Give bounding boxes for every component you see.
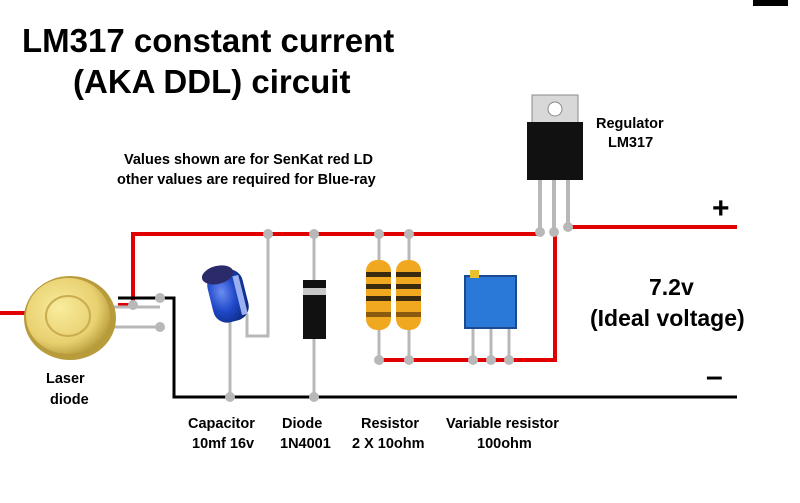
junction-dot bbox=[468, 355, 478, 365]
junction-dot bbox=[486, 355, 496, 365]
positive-rail-wire bbox=[118, 232, 540, 307]
laser-label-1: Laser bbox=[46, 371, 85, 387]
note-line-1: Values shown are for SenKat red LD bbox=[124, 152, 373, 168]
negative-rail-wire bbox=[118, 296, 737, 399]
note-line-2: other values are required for Blue-ray bbox=[117, 172, 376, 188]
resistor-2 bbox=[396, 260, 421, 330]
resistor-2-band bbox=[396, 312, 421, 317]
regulator-label-2: LM317 bbox=[608, 135, 653, 151]
junctions bbox=[128, 222, 573, 402]
variable-resistor bbox=[464, 270, 517, 329]
variable-resistor-label-1: Variable resistor bbox=[446, 416, 559, 432]
title-line-2: (AKA DDL) circuit bbox=[73, 63, 350, 100]
trimmer-screw bbox=[470, 270, 479, 278]
resistor-label-2: 2 X 10ohm bbox=[352, 436, 425, 452]
resistor-1-band bbox=[366, 284, 391, 289]
corner-mark bbox=[753, 0, 788, 6]
junction-dot bbox=[155, 293, 165, 303]
diode-label-1: Diode bbox=[282, 416, 322, 432]
junction-dot bbox=[404, 229, 414, 239]
regulator-label-1: Regulator bbox=[596, 116, 664, 132]
junction-dot bbox=[225, 392, 235, 402]
capacitor-label-1: Capacitor bbox=[188, 416, 255, 432]
adjust-loop-wire bbox=[379, 234, 557, 362]
resistor-2-band bbox=[396, 284, 421, 289]
junction-dot bbox=[404, 355, 414, 365]
wires bbox=[0, 180, 737, 399]
diode-label-2: 1N4001 bbox=[280, 436, 331, 452]
variable-resistor-label-2: 100ohm bbox=[477, 436, 532, 452]
junction-dot bbox=[309, 229, 319, 239]
resistor-2-body bbox=[396, 260, 421, 330]
regulator-tab-hole bbox=[547, 101, 563, 117]
junction-dot bbox=[128, 300, 138, 310]
regulator-lm317 bbox=[527, 94, 583, 180]
negative-terminal-sign: – bbox=[706, 360, 723, 393]
resistor-1-band bbox=[366, 272, 391, 277]
laser-body bbox=[26, 278, 110, 354]
resistor-1-band bbox=[366, 312, 391, 317]
resistor-1-band bbox=[366, 296, 391, 301]
junction-dot bbox=[535, 227, 545, 237]
trimmer-body bbox=[464, 275, 517, 329]
capacitor-lead-pos bbox=[245, 234, 270, 338]
junction-dot bbox=[374, 355, 384, 365]
laser-diode bbox=[24, 276, 116, 360]
capacitor-label-2: 10mf 16v bbox=[192, 436, 254, 452]
junction-dot bbox=[549, 227, 559, 237]
junction-dot bbox=[155, 322, 165, 332]
title-line-1: LM317 constant current bbox=[22, 22, 394, 59]
laser-label-2: diode bbox=[50, 392, 89, 408]
resistor-2-band bbox=[396, 272, 421, 277]
capacitor-stripe bbox=[232, 274, 248, 316]
junction-dot bbox=[309, 392, 319, 402]
laser-window bbox=[45, 295, 91, 337]
capacitor bbox=[201, 265, 249, 323]
junction-dot bbox=[504, 355, 514, 365]
junction-dot bbox=[563, 222, 573, 232]
voltage-note: (Ideal voltage) bbox=[590, 305, 745, 331]
diode-band bbox=[303, 288, 326, 295]
resistor-1 bbox=[366, 260, 391, 330]
junction-dot bbox=[374, 229, 384, 239]
resistor-2-band bbox=[396, 296, 421, 301]
junction-dot bbox=[263, 229, 273, 239]
capacitor-top bbox=[201, 265, 234, 285]
resistor-1-body bbox=[366, 260, 391, 330]
positive-terminal-sign: + bbox=[712, 192, 730, 225]
diode bbox=[303, 280, 326, 339]
regulator-body bbox=[527, 122, 583, 180]
resistor-label-1: Resistor bbox=[361, 416, 419, 432]
voltage-value: 7.2v bbox=[649, 274, 694, 300]
